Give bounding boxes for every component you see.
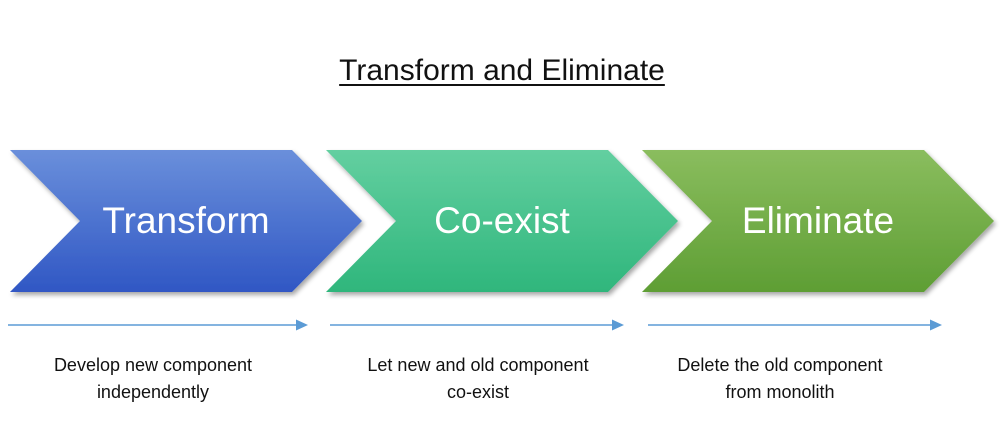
stage-transform: Transform — [10, 150, 370, 295]
stage-label: Transform — [102, 200, 270, 241]
chevron-shape — [10, 150, 362, 292]
stage-coexist: Co-exist — [326, 150, 686, 295]
description-line: independently — [96, 382, 210, 402]
chevron-shape — [642, 150, 994, 292]
progress-arrow — [330, 319, 624, 331]
stage-description-coexist: Let new and old component co-exist — [328, 352, 628, 406]
diagram-title: Transform and Eliminate — [339, 54, 665, 87]
progress-arrow — [8, 319, 308, 331]
chevron-shape — [326, 150, 678, 292]
stage-description-transform: Develop new component independently — [3, 352, 303, 406]
stage-label: Eliminate — [741, 200, 895, 241]
description-line: Let new and old component — [367, 355, 589, 375]
description-line: Delete the old component — [677, 355, 883, 375]
description-line: from monolith — [725, 382, 835, 402]
stage-description-eliminate: Delete the old component from monolith — [630, 352, 930, 406]
stage-eliminate: Eliminate — [642, 150, 1002, 295]
progress-arrow — [648, 319, 942, 331]
description-line: co-exist — [446, 382, 509, 402]
stage-label: Co-exist — [434, 200, 570, 241]
description-line: Develop new component — [53, 355, 253, 375]
